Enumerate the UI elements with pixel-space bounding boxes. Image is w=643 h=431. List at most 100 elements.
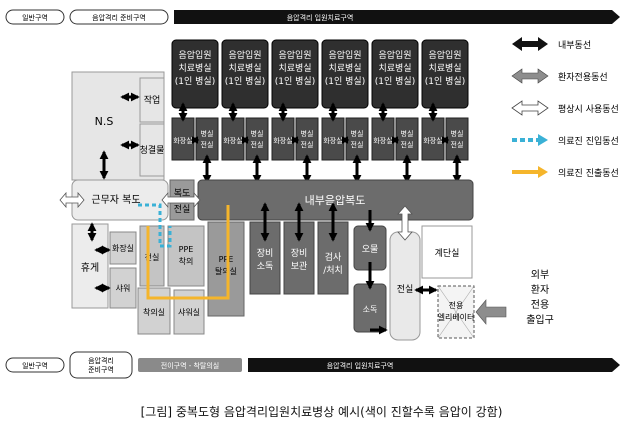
patient-vestibule-label: 전실 xyxy=(397,284,414,295)
zone-ward-bottom-label: 음압격리 입원치료구역 xyxy=(327,361,394,370)
legend-internal-label: 내부동선 xyxy=(558,40,591,51)
legend-staff-in-head xyxy=(538,134,548,146)
elevator-cross-2 xyxy=(437,285,475,339)
zone-prep-top-label: 음압격리 준비구역 xyxy=(92,13,146,22)
work-room xyxy=(139,77,165,123)
bathroom-label: 화장실 xyxy=(223,136,242,145)
legend-normal-label: 평상시 사용동선 xyxy=(558,104,619,115)
arrow-general-corridor xyxy=(59,191,85,209)
patient-entrance-arrow xyxy=(475,299,507,325)
internal-flow-arrows xyxy=(87,92,438,335)
disinfect-room-label: 소독 xyxy=(363,305,378,314)
equip-store-room xyxy=(283,221,315,295)
work-room-label: 작업 xyxy=(144,95,161,106)
arrow-corridor-vestibule xyxy=(397,205,413,241)
staff-out-path xyxy=(146,205,230,300)
nurse-station-label: N.S xyxy=(95,115,114,128)
zone-transition-bottom xyxy=(138,358,242,372)
staff-corridor-label: 근무자 복도 xyxy=(91,194,140,206)
legend-staff-in-label: 의료진 진입동선 xyxy=(558,135,619,147)
arrow-corridor-anteroom xyxy=(161,191,201,209)
bathroom-label: 화장실 xyxy=(273,136,292,145)
anteroom-box xyxy=(445,117,469,161)
toilet-small-label: 화장실 xyxy=(112,243,134,253)
ward-room-box xyxy=(321,39,369,109)
dressing-room-label: 착의실 xyxy=(143,307,165,317)
ward-room-box xyxy=(221,39,269,109)
legend-patient-icon xyxy=(511,68,549,84)
ward-room-box xyxy=(371,39,419,109)
anteroom-box xyxy=(345,117,369,161)
top-zone-bar: 일반구역 음압격리 준비구역 음압격리 입원치료구역 xyxy=(5,9,620,25)
anteroom-box xyxy=(195,117,219,161)
ward-room-box xyxy=(271,39,319,109)
ward-room-box xyxy=(171,39,219,109)
bathroom-label: 화장실 xyxy=(373,136,392,145)
ppe-doff-room xyxy=(207,221,245,317)
bathroom-label: 화장실 xyxy=(173,136,192,145)
zone-prep-top xyxy=(69,9,169,25)
shower-small-label: 샤워 xyxy=(116,283,131,293)
soiled-room-label: 오물 xyxy=(362,244,379,255)
normal-flow-arrows xyxy=(59,191,413,241)
rest-room-label: 휴게 xyxy=(81,262,99,274)
ppe-don-room xyxy=(167,225,205,287)
zone-ward-bottom xyxy=(248,358,620,372)
clean-storage xyxy=(139,123,165,177)
inner-corridor-label: 내부음압복도 xyxy=(305,194,366,207)
staff-in-path xyxy=(138,203,172,248)
anteroom-box xyxy=(295,117,319,161)
legend-internal-icon xyxy=(512,37,548,51)
anteroom-box xyxy=(245,117,269,161)
zone-prep-bottom xyxy=(69,351,133,379)
legend-staff-out-head xyxy=(538,166,548,178)
dressing-room xyxy=(137,287,171,335)
ward-room-box xyxy=(421,39,469,109)
zone-ward-top-label: 음압격리 입원치료구역 xyxy=(287,13,354,22)
inspection-label: 검사/처치 xyxy=(323,251,343,276)
shower-small xyxy=(109,267,137,309)
zone-general-bottom xyxy=(5,357,65,373)
stairs-room xyxy=(421,225,473,279)
anteroom-small-label: 전실 xyxy=(145,252,160,262)
clean-storage-label: 청결물 xyxy=(140,145,165,156)
legend-normal-icon xyxy=(511,100,549,116)
zone-transition-bottom-label: 전이구역 - 착탈의실 xyxy=(161,361,220,370)
legend-staff-out-label: 의료진 진출동선 xyxy=(558,168,619,179)
bathroom-label: 화장실 xyxy=(423,136,442,145)
zone-general-top-label: 일반구역 xyxy=(22,13,48,22)
zone-general-top xyxy=(5,9,65,25)
anteroom-box xyxy=(395,117,419,161)
zone-ward-top xyxy=(174,10,620,24)
stairs-label: 계단실 xyxy=(435,247,460,259)
